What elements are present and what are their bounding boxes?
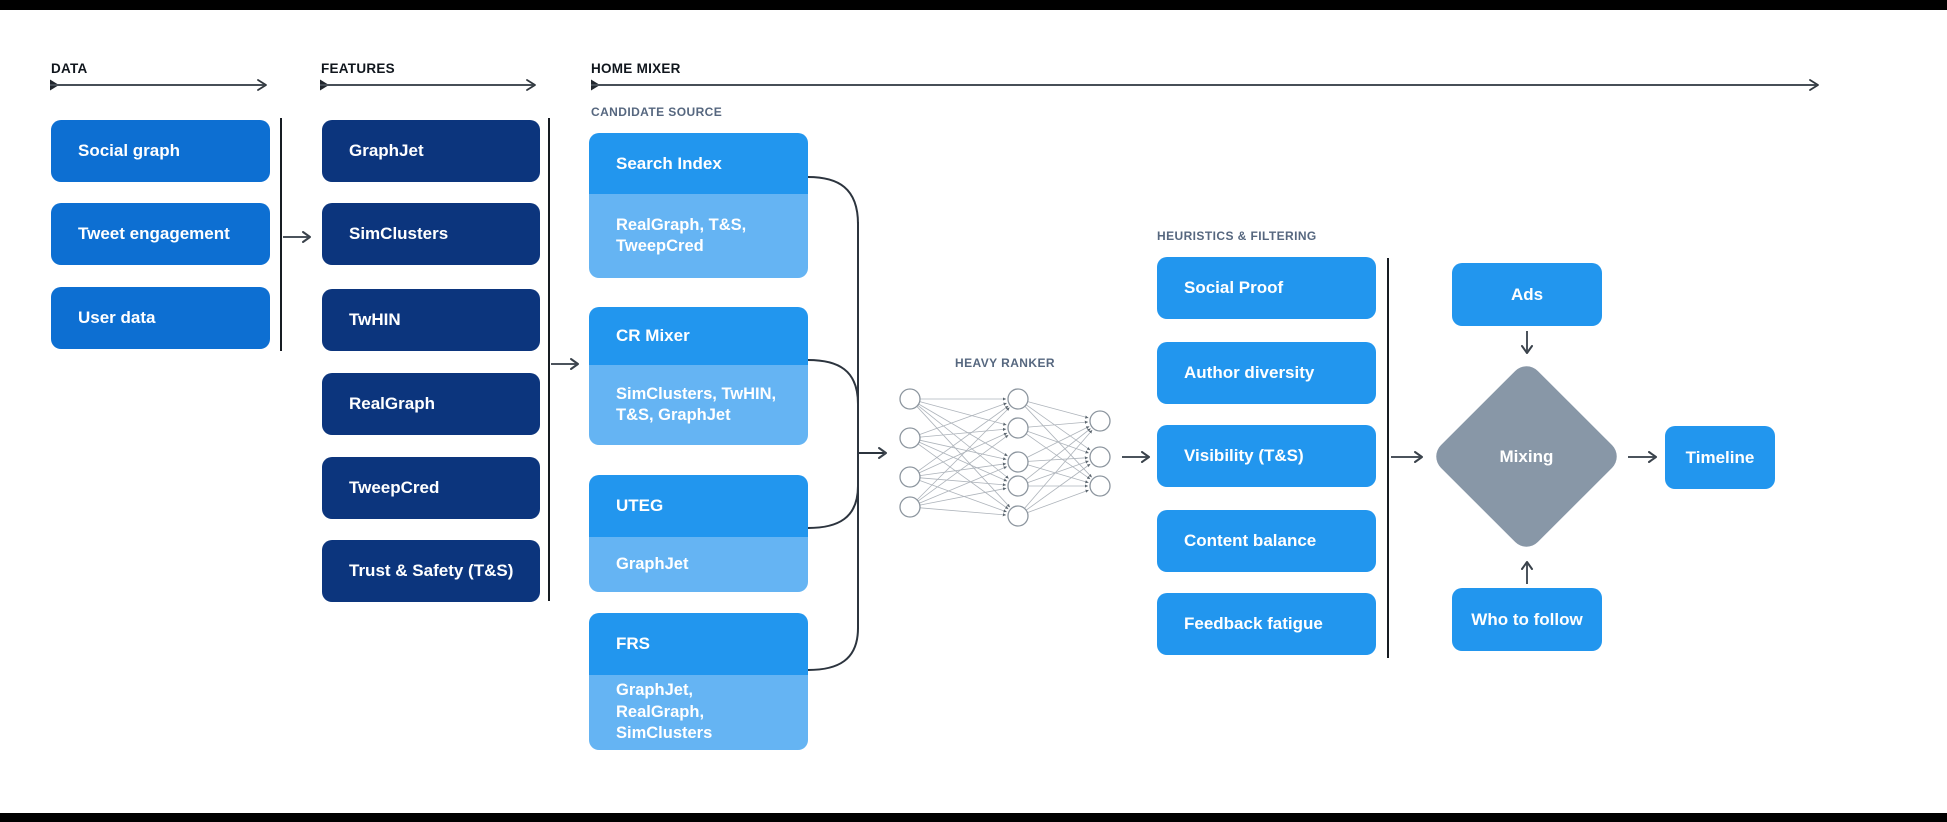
box-user-data: User data [51, 287, 270, 349]
box-tweepcred: TweepCred [322, 457, 540, 519]
section-title-home-mixer: HOME MIXER [591, 61, 681, 76]
box-ads: Ads [1452, 263, 1602, 326]
stack-search-index-inputs: RealGraph, T&S, TweepCred [589, 194, 808, 278]
box-graphjet: GraphJet [322, 120, 540, 182]
subsection-title-heavy-ranker: HEAVY RANKER [955, 356, 1055, 370]
stack-cr-mixer: CR Mixer SimClusters, TwHIN, T&S, GraphJ… [589, 307, 808, 445]
box-simclusters: SimClusters [322, 203, 540, 265]
box-twhin: TwHIN [322, 289, 540, 351]
section-title-data: DATA [51, 61, 88, 76]
candidate-source-collector [807, 176, 887, 671]
subsection-title-candidate-source: CANDIDATE SOURCE [591, 105, 723, 119]
mixing-diamond: Mixing [1429, 359, 1624, 554]
box-visibility-ts: Visibility (T&S) [1157, 425, 1376, 487]
stack-frs-inputs: GraphJet, RealGraph, SimClusters [589, 675, 808, 750]
stack-search-index-name: Search Index [589, 133, 808, 194]
bottom-letterbox-bar [0, 813, 1947, 822]
box-author-diversity: Author diversity [1157, 342, 1376, 404]
stack-cr-mixer-inputs: SimClusters, TwHIN, T&S, GraphJet [589, 365, 808, 445]
box-feedback-fatigue: Feedback fatigue [1157, 593, 1376, 655]
box-social-graph: Social graph [51, 120, 270, 182]
stack-cr-mixer-name: CR Mixer [589, 307, 808, 365]
box-tweet-engagement: Tweet engagement [51, 203, 270, 265]
top-letterbox-bar [0, 0, 1947, 10]
stack-uteg: UTEG GraphJet [589, 475, 808, 592]
stack-frs: FRS GraphJet, RealGraph, SimClusters [589, 613, 808, 750]
section-header-arrows [50, 79, 1819, 91]
box-realgraph: RealGraph [322, 373, 540, 435]
stack-search-index: Search Index RealGraph, T&S, TweepCred [589, 133, 808, 278]
stack-frs-name: FRS [589, 613, 808, 675]
box-trust-and-safety: Trust & Safety (T&S) [322, 540, 540, 602]
box-content-balance: Content balance [1157, 510, 1376, 572]
neural-network-graphic [899, 388, 1111, 527]
subsection-title-heuristics: HEURISTICS & FILTERING [1157, 229, 1317, 243]
mixing-diamond-label: Mixing [1499, 446, 1554, 466]
stack-uteg-name: UTEG [589, 475, 808, 537]
stack-uteg-inputs: GraphJet [589, 537, 808, 592]
section-title-features: FEATURES [321, 61, 395, 76]
box-who-to-follow: Who to follow [1452, 588, 1602, 651]
box-timeline: Timeline [1665, 426, 1775, 489]
box-social-proof: Social Proof [1157, 257, 1376, 319]
